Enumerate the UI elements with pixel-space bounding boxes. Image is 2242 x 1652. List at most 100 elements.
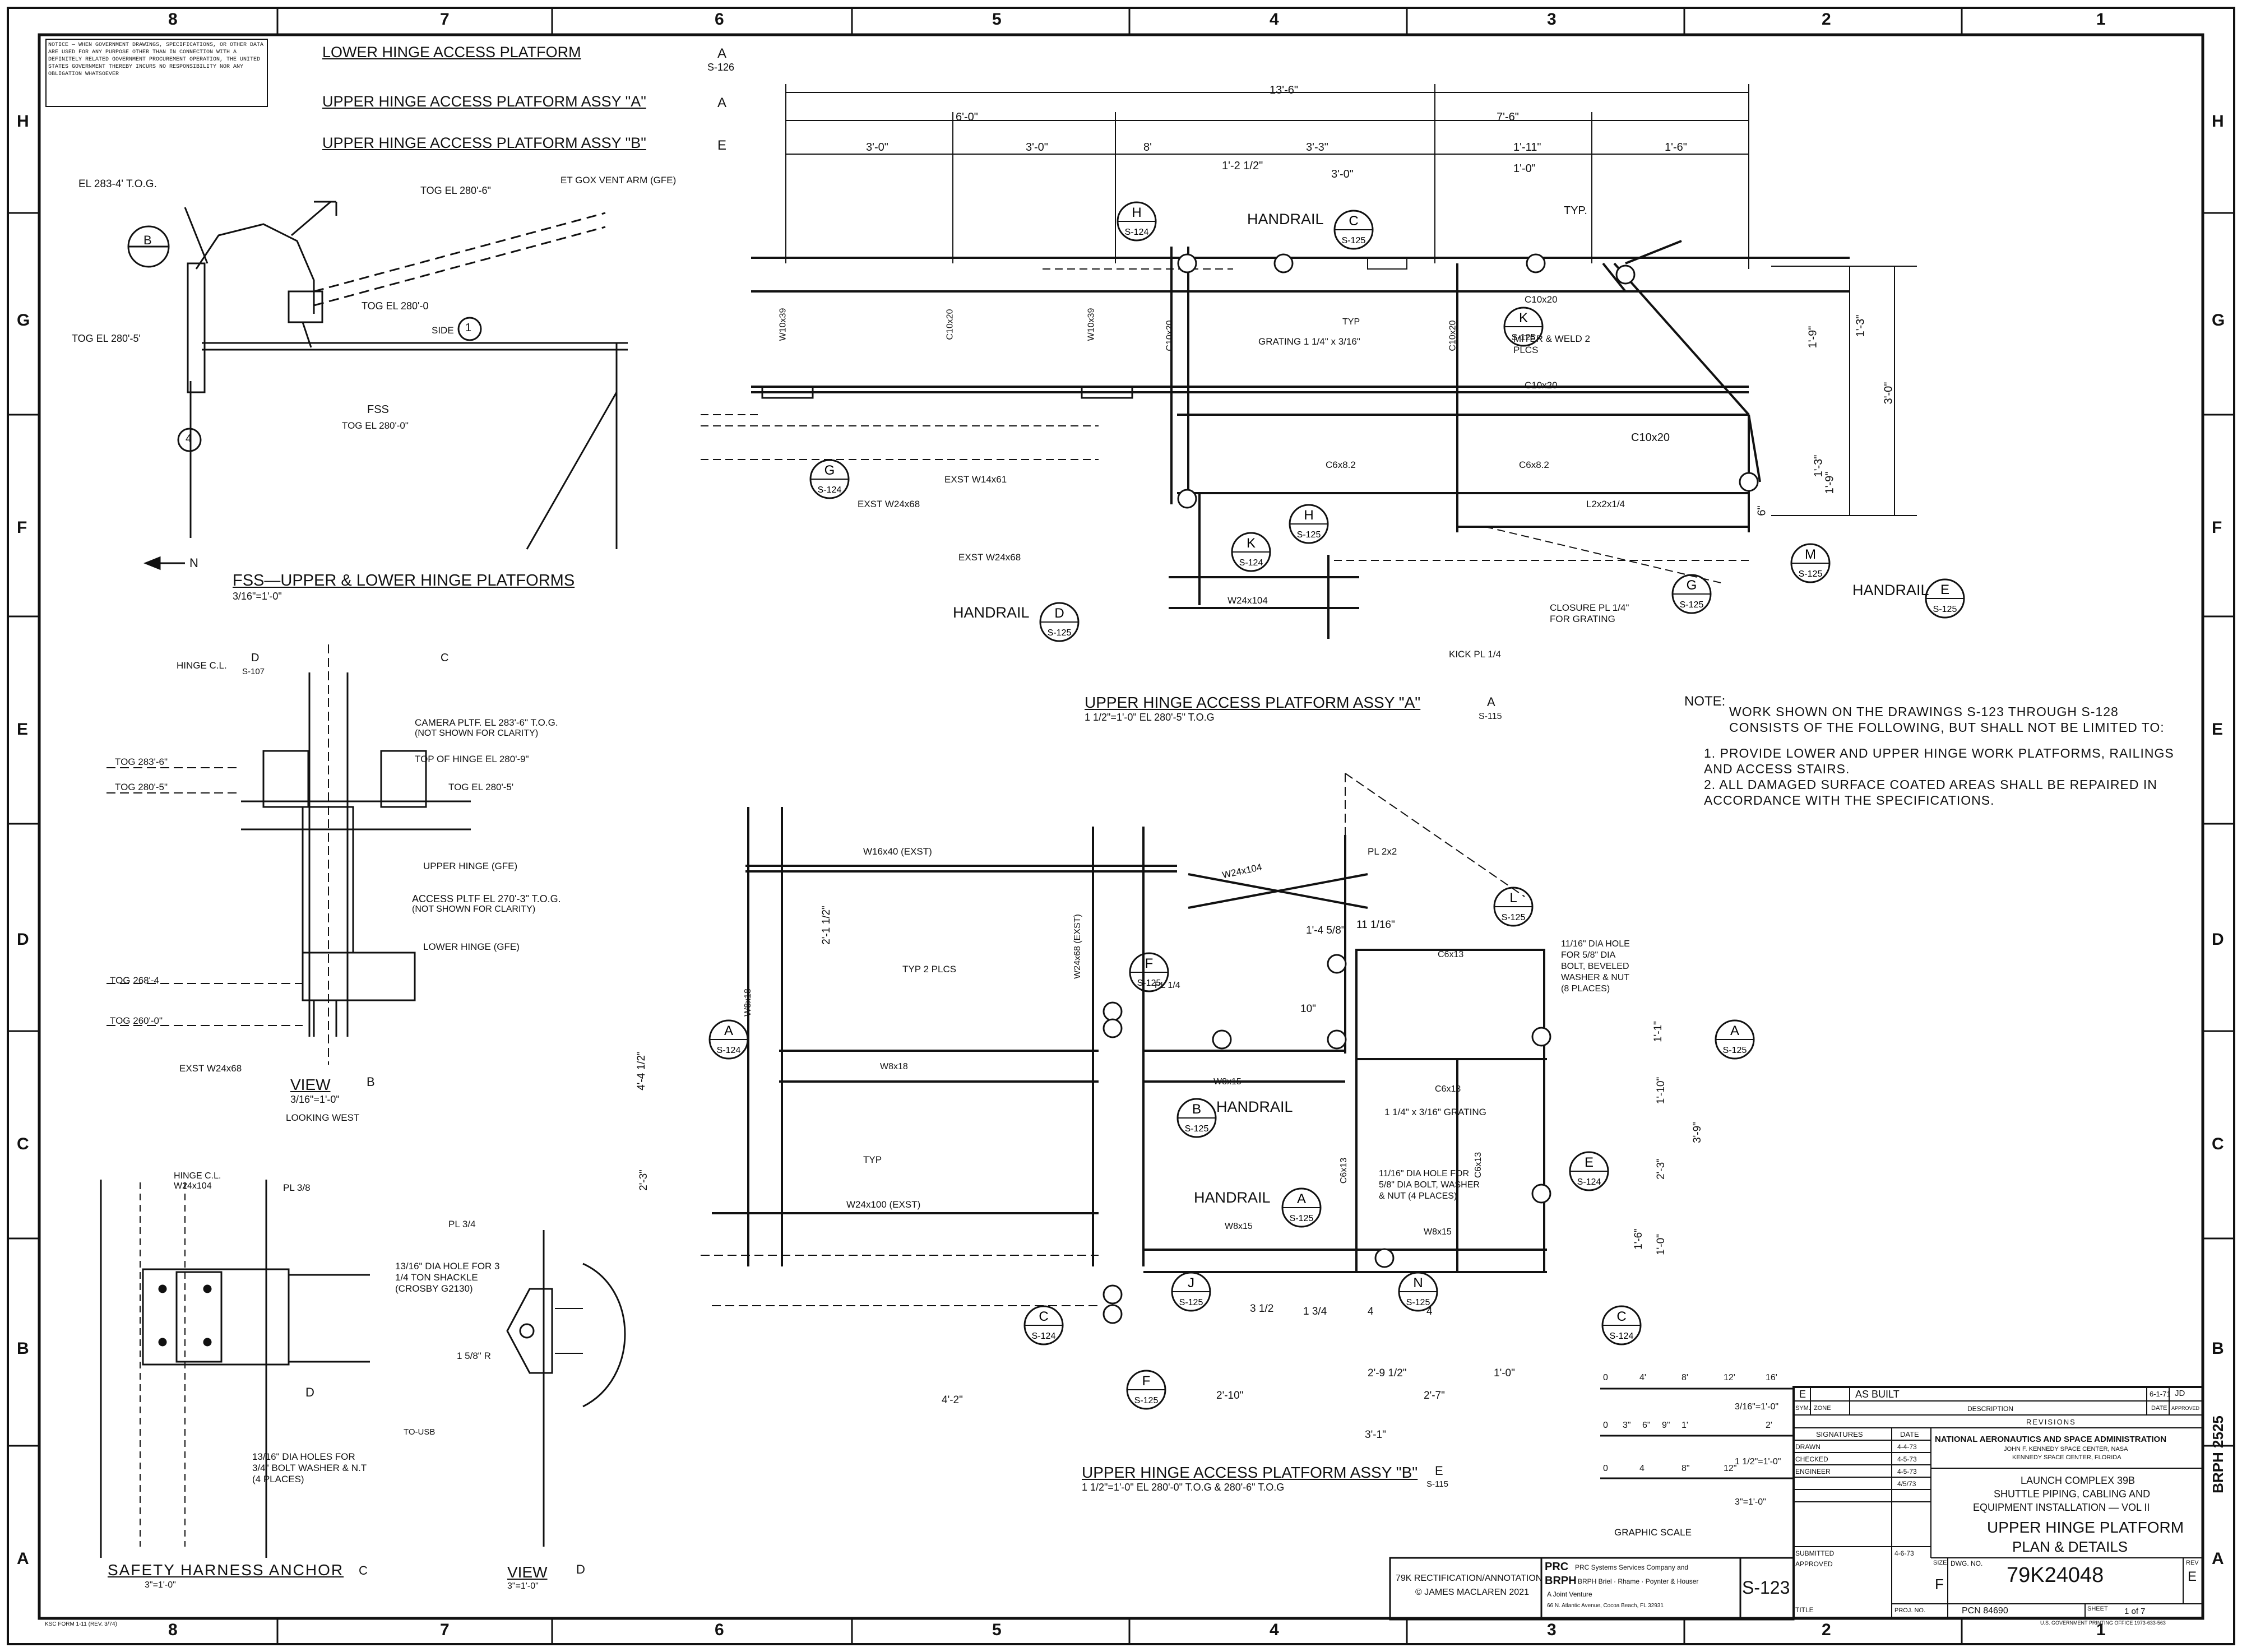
scale2-tick-4: 1' <box>1682 1421 1688 1430</box>
sig-hdr-signatures: SIGNATURES <box>1816 1430 1863 1438</box>
scale1-tick-0: 0 <box>1603 1373 1608 1382</box>
note-heading: NOTE: <box>1684 694 1726 709</box>
prc-line-2: BRPH Briel · Rhame · Poynter & Houser <box>1578 1577 1699 1585</box>
zone-col-bottom-8: 8 <box>168 1621 178 1639</box>
plan-b-dim-10: 1'-0" <box>1655 1234 1667 1255</box>
handrail-ref-a-1: DS-125 <box>1039 602 1080 642</box>
svg-text:K: K <box>1247 536 1256 551</box>
plan-a-note-miter: MITER & WELD 2 PLCS <box>1513 333 1590 355</box>
plan-a-note-typ: TYP. <box>1564 205 1587 217</box>
brph-logo: BRPH <box>1545 1575 1577 1587</box>
rev-desc: AS BUILT <box>1855 1389 1900 1400</box>
scale3-tick-2: 8" <box>1682 1464 1690 1473</box>
plan-b-member-3: W24x100 (EXST) <box>846 1199 921 1210</box>
plan-b-note-3: 1 1/4" x 3/16" GRATING <box>1384 1107 1486 1117</box>
scale2-tick-2: 6" <box>1642 1421 1651 1430</box>
plan-b-member-12: W8x18 <box>743 989 753 1017</box>
rev-label: REV <box>2186 1560 2199 1566</box>
bubble-a-top: A <box>717 46 727 61</box>
view-b-label-11: TOG 268'-4 <box>110 975 159 986</box>
title-block-lines <box>1389 1386 2204 1621</box>
view-d-scale: 3"=1'-0" <box>507 1581 539 1591</box>
svg-text:E: E <box>1940 582 1949 597</box>
rev-approved: JD <box>2175 1389 2185 1398</box>
svg-text:H: H <box>1304 508 1313 523</box>
plan-a-dim-right-0: 1'-9" <box>1806 326 1819 349</box>
handrail-b-label: HANDRAIL <box>1216 1098 1293 1115</box>
fss-bubble-b: B <box>143 233 152 247</box>
section-ref-a-2: GS-124 <box>809 459 850 499</box>
member-exst-w14: EXST W14x61 <box>944 474 1007 485</box>
svg-text:S-125: S-125 <box>1137 978 1161 988</box>
view-b-label-12: TOG 260'-0" <box>110 1015 163 1026</box>
plan-b-dim-17: 4'-2" <box>942 1394 963 1406</box>
zone-col-top-8: 8 <box>168 10 178 29</box>
view-d-label-2: 1 5/8" R <box>457 1351 491 1361</box>
plan-a-dim-top-10: 1'-0" <box>1513 163 1536 175</box>
plan-b-dim-12: 2'-9 1/2" <box>1368 1367 1407 1379</box>
zone-col-bottom-4: 4 <box>1270 1621 1279 1639</box>
handrail-a-label: HANDRAIL <box>1194 1189 1271 1206</box>
view-b-label-3: TOP OF HINGE EL 280'-9" <box>415 754 529 764</box>
plan-b-note-5: PL 2x2 <box>1368 846 1397 857</box>
section-ref-a-5: GS-125 <box>1671 574 1712 614</box>
section-ref-a-6: MS-125 <box>1790 543 1831 583</box>
zone-row-left-G: G <box>17 311 30 330</box>
zone-col-bottom-2: 2 <box>1822 1621 1831 1639</box>
plan-b-member-0: W16x40 (EXST) <box>863 846 932 857</box>
view-b-title: VIEW <box>290 1076 331 1093</box>
scale3-tick-0: 0 <box>1603 1464 1608 1473</box>
dwg-no-label: DWG. NO. <box>1951 1560 1983 1567</box>
project-line-2: SHUTTLE PIPING, CABLING AND <box>1994 1488 2151 1500</box>
anchor-title: SAFETY HARNESS ANCHOR <box>108 1561 344 1579</box>
zone-col-bottom-3: 3 <box>1547 1621 1557 1639</box>
svg-text:S-125: S-125 <box>1290 1214 1314 1223</box>
inner-border <box>38 33 2204 1620</box>
view-d-bubble: D <box>576 1562 585 1576</box>
view-d-drawing <box>506 1230 626 1547</box>
agency-name: NATIONAL AERONAUTICS AND SPACE ADMINISTR… <box>1935 1435 2167 1444</box>
fss-label-4: TOG EL 280'-5' <box>72 333 141 344</box>
plan-b-dim-9: 2'-3" <box>1655 1158 1667 1180</box>
view-b-label-13: EXST W24x68 <box>179 1063 242 1074</box>
scale2-tick-3: 9" <box>1662 1421 1670 1430</box>
svg-text:A: A <box>724 1023 733 1038</box>
section-ref-b-1: FS-125 <box>1129 952 1169 992</box>
plan-a-title: UPPER HINGE ACCESS PLATFORM ASSY "A" <box>1085 694 1421 711</box>
svg-text:C: C <box>1616 1309 1626 1324</box>
view-b-label-1: CAMERA PLTF. EL 283'-6" T.O.G. <box>415 717 558 728</box>
plan-b-dim-4: 4'-4 1/2" <box>635 1051 647 1090</box>
scale2-tick-5: 2' <box>1766 1421 1772 1430</box>
sig-hdr-date: DATE <box>1900 1430 1919 1438</box>
submitted-label: SUBMITTED <box>1795 1549 1835 1557</box>
scale1-tick-1: 4' <box>1639 1373 1646 1382</box>
rev-sym: E <box>1799 1389 1806 1400</box>
plan-b-title: UPPER HINGE ACCESS PLATFORM ASSY "B" <box>1082 1464 1418 1481</box>
member-c6-1: C6x8.2 <box>1326 460 1356 470</box>
plan-a-title-bubble: A <box>1487 695 1495 709</box>
notice-box <box>45 39 268 107</box>
svg-text:S-124: S-124 <box>1577 1177 1601 1187</box>
plan-a-drawing <box>701 84 1917 639</box>
plan-b-member-9: W8x15 <box>1424 1227 1452 1237</box>
section-ref-a-3: KS-124 <box>1231 532 1271 572</box>
project-line-1: LAUNCH COMPLEX 39B <box>2021 1475 2136 1486</box>
plan-b-dim-18: 3 1/2 <box>1250 1303 1274 1315</box>
rev-value: E <box>2188 1569 2197 1584</box>
side-code: BRPH 2525 <box>2209 1416 2226 1493</box>
member-l2: L2x2x1/4 <box>1586 499 1625 509</box>
plan-b-note-6: PL 1/4 <box>1155 981 1180 990</box>
fss-view-drawing <box>127 201 628 570</box>
plan-b-dim-6: 1'-1" <box>1652 1021 1664 1042</box>
sig-role-1: CHECKED <box>1795 1455 1828 1463</box>
zone-col-top-3: 3 <box>1547 10 1557 29</box>
anchor-bubble: C <box>359 1563 368 1577</box>
scale2-tick-0: 0 <box>1603 1421 1608 1430</box>
section-ref-b-7: CS-124 <box>1023 1305 1064 1345</box>
handrail-c-label: HANDRAIL <box>1247 211 1324 228</box>
zone-ticks <box>8 8 2234 1644</box>
plan-b-member-4: C6x13 <box>1438 950 1464 959</box>
section-ref-b-2: AS-124 <box>708 1019 749 1060</box>
section-ref-a-4: HS-125 <box>1289 504 1329 544</box>
plan-a-note-typ2: TYP <box>1342 317 1360 327</box>
